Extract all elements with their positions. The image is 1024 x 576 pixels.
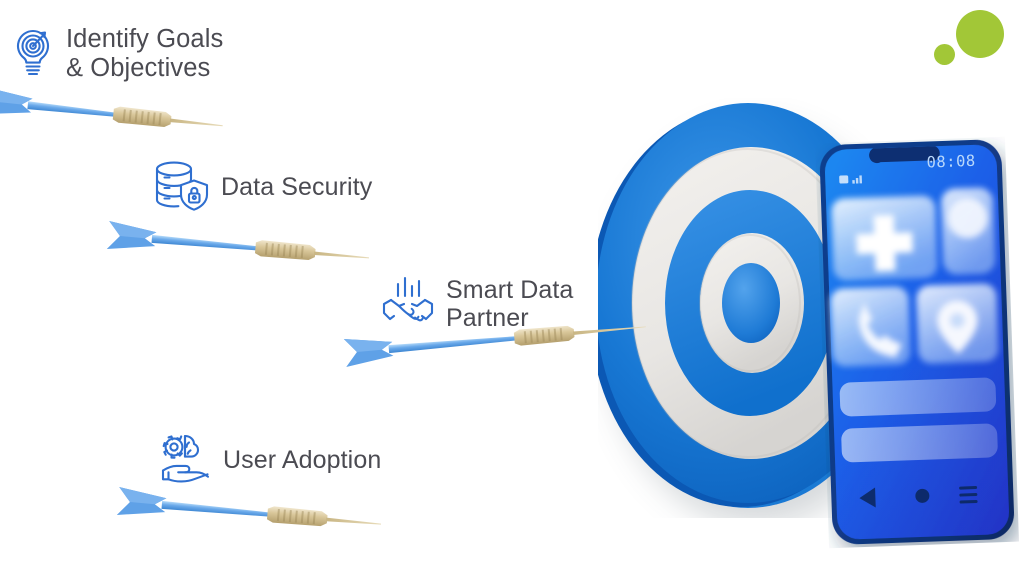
milestone-security-label: Data Security (221, 173, 373, 202)
target-lightbulb-icon (9, 24, 57, 85)
milestone-adoption: User Adoption (156, 430, 381, 491)
milestone-security: Data Security (150, 158, 372, 217)
milestone-adoption-label: User Adoption (223, 446, 382, 475)
database-shield-lock-icon (150, 158, 212, 217)
milestone-goals-label: Identify Goals & Objectives (66, 25, 224, 82)
green-dot-small (934, 44, 955, 65)
handshake-barchart-icon (379, 275, 437, 332)
hand-brain-gear-icon (156, 430, 214, 491)
dart-partner (343, 303, 656, 376)
svg-text:08:08: 08:08 (926, 152, 976, 172)
green-dot-large (956, 10, 1004, 58)
milestone-partner: Smart Data Partner (379, 275, 573, 333)
dart-adoption (116, 478, 391, 548)
smartphone-mockup: 08:08 (815, 137, 1019, 548)
dart-security (106, 212, 379, 281)
dart-goals (0, 78, 239, 150)
milestone-goals: Identify Goals & Objectives (9, 24, 223, 85)
milestone-partner-label: Smart Data Partner (446, 276, 574, 333)
